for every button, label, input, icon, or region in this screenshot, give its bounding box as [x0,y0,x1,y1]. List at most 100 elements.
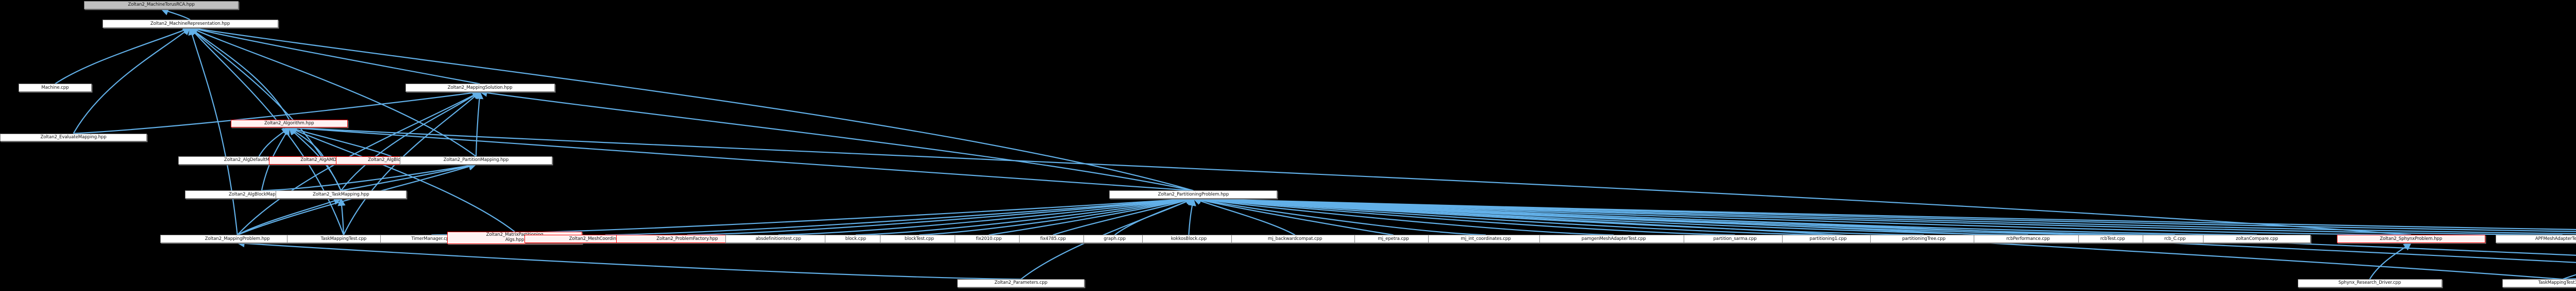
graph-node-label: Zoltan2_TaskMapping.hpp [312,191,369,197]
graph-node-label: fix4785.cpp [1040,236,1066,241]
graph-node-label: Zoltan2_PartitionMapping.hpp [443,157,509,163]
graph-edge [1192,195,1614,236]
graph-node[interactable]: APFMeshAdapterTest.cpp [2495,235,2576,243]
graph-node[interactable]: Zoltan2_PartitionMapping.hpp [400,156,552,165]
graph-node-label: Zoltan2_Parameters.cpp [994,280,1047,286]
graph-edge [261,161,477,191]
graph-node-label: zoltanCompare.cpp [2235,236,2278,241]
graph-node-label: Zoltan2_MatrixPartitioning Algs.hpp [486,232,544,243]
graph-node-label: Zoltan2_AlgDefaultMapping.hpp [224,157,294,163]
graph-node[interactable]: Zoltan2_MappingProblem.hpp [160,235,315,243]
graph-node[interactable]: Zoltan2_Algorithm.hpp [230,119,348,128]
graph-node[interactable]: TaskMappingTest3.cpp [2502,279,2576,287]
graph-edge [73,27,191,134]
graph-node-label: rcbPerformance.cpp [2006,236,2050,241]
graph-node[interactable]: Zoltan2_EvaluateMapping.hpp [0,133,147,142]
graph-node-label: Zoltan2_MappingProblem.hpp [205,236,270,241]
graph-node[interactable]: mj_epetra.cpp [1354,235,1432,243]
graph-node[interactable]: fix4785.cpp [1019,235,1088,243]
graph-node-label: mj_int_coordinates.cpp [1461,236,1511,241]
graph-node[interactable]: Machine.cpp [18,84,92,92]
graph-edge [288,126,515,233]
graph-node[interactable]: pamgenMeshAdapterTest.cpp [1539,235,1688,243]
graph-edge [1192,195,2576,232]
graph-edge [160,8,191,21]
graph-node[interactable]: partition_sarma.cpp [1684,235,1786,243]
graph-node[interactable]: rcb_C.cpp [2143,235,2207,243]
graph-node-label: APFMeshAdapterTest.cpp [2535,236,2576,241]
graph-edge [2562,274,2576,280]
graph-edge [288,125,392,157]
graph-node-label: Zoltan2_PartitioningProblem.hpp [1158,191,1229,197]
graph-node[interactable]: Zoltan2_ProblemFactory.hpp [616,235,758,243]
graph-node[interactable]: rcbTest.cpp [2078,235,2147,243]
graph-edge [237,197,342,236]
graph-node-label: blockTest.cpp [904,236,934,241]
graph-edge [475,91,484,157]
graph-node[interactable]: graph.cpp [1083,235,1146,243]
graph-node-label: mj_backwardcompat.cpp [1267,236,1323,241]
graph-edge [605,195,1194,236]
graph-edge [288,124,2411,236]
graph-node-label: pamgenMeshAdapterTest.cpp [1581,236,1646,241]
graph-node-label: TimerManager.cpp [411,236,452,241]
graph-edge [55,26,191,85]
graph-edge [1192,195,2576,230]
graph-edge [989,196,1194,236]
graph-edge [1192,195,1924,236]
graph-node-label: kokkosBlock.cpp [1171,236,1207,241]
graph-node[interactable]: mj_backwardcompat.cpp [1231,235,1359,243]
graph-edge [337,198,346,235]
graph-node[interactable]: kokkosBlock.cpp [1142,235,1235,243]
graph-node-label: Zoltan2_EvaluateMapping.hpp [40,134,107,140]
graph-node[interactable]: partitioning1.cpp [1782,235,1874,243]
graph-edge [190,27,344,235]
graph-node-label: Zoltan2_MachineRepresentation.hpp [150,21,230,26]
graph-node-label: TaskMappingTest3.cpp [2538,280,2576,286]
graph-node[interactable]: Zoltan2_TaskMapping.hpp [275,190,407,199]
graph-node[interactable]: Zoltan2_Parameters.cpp [957,279,1085,287]
graph-edge [341,162,477,191]
graph-edge [189,27,477,157]
graph-node[interactable]: Zoltan2_MappingSolution.hpp [405,84,555,92]
graph-edge [2369,242,2412,280]
graph-edge [1114,198,1194,236]
graph-node-label: Zoltan2_AlgBlock.hpp [368,157,415,163]
graph-node[interactable]: Sphynx_Research_Driver.cpp [2297,279,2442,287]
graph-edge [1192,197,1296,236]
graph-edge [189,25,480,85]
graph-edge [1192,195,2257,236]
graph-node[interactable]: rcbPerformance.cpp [1973,235,2083,243]
graph-node[interactable]: mj_int_coordinates.cpp [1428,235,1544,243]
graph-node-label: Zoltan2_MeshCoordinateTest.hpp [569,236,641,241]
graph-node[interactable]: zoltanCompare.cpp [2203,235,2311,243]
graph-edge [1192,196,1394,236]
graph-edge [340,91,481,191]
graph-node-label: rcb_C.cpp [2164,236,2186,241]
graph-node-label: Zoltan2_Algorithm.hpp [264,121,314,126]
graph-node[interactable]: Zoltan2_MachineRepresentation.hpp [102,20,278,28]
graph-edge [431,195,1194,236]
graph-node-label: Zoltan2_AlgAMD.hpp [300,157,346,163]
graph-node[interactable]: partitioningTree.cpp [1870,235,1978,243]
graph-node[interactable]: absdefinitiontest.cpp [725,235,832,243]
graph-node[interactable]: Zoltan2_SphynxProblem.hpp [2336,235,2485,243]
graph-node-label: partitioningTree.cpp [1902,236,1946,241]
graph-node[interactable]: block.cpp [825,235,887,243]
graph-node-label: Sphynx_Research_Driver.cpp [2338,280,2401,286]
graph-edge [1192,195,2113,236]
graph-edge [289,127,324,157]
graph-edge [687,195,1194,236]
graph-edge [479,89,1194,191]
graph-node-label: mj_epetra.cpp [1378,236,1409,241]
graph-node[interactable]: Zoltan2_PartitioningProblem.hpp [1109,190,1278,199]
graph-node[interactable]: fix2010.cpp [955,235,1023,243]
graph-edge [1192,195,1828,236]
graph-edge [189,25,1194,191]
graph-node-label: rcbTest.cpp [2100,236,2125,241]
graph-node[interactable]: blockTest.cpp [879,235,959,243]
graph-edge [1188,198,1196,235]
graph-node[interactable]: Zoltan2_MachineTorusRCA.hpp [83,1,239,9]
graph-edge [778,195,1194,236]
graph-edge [919,196,1194,236]
